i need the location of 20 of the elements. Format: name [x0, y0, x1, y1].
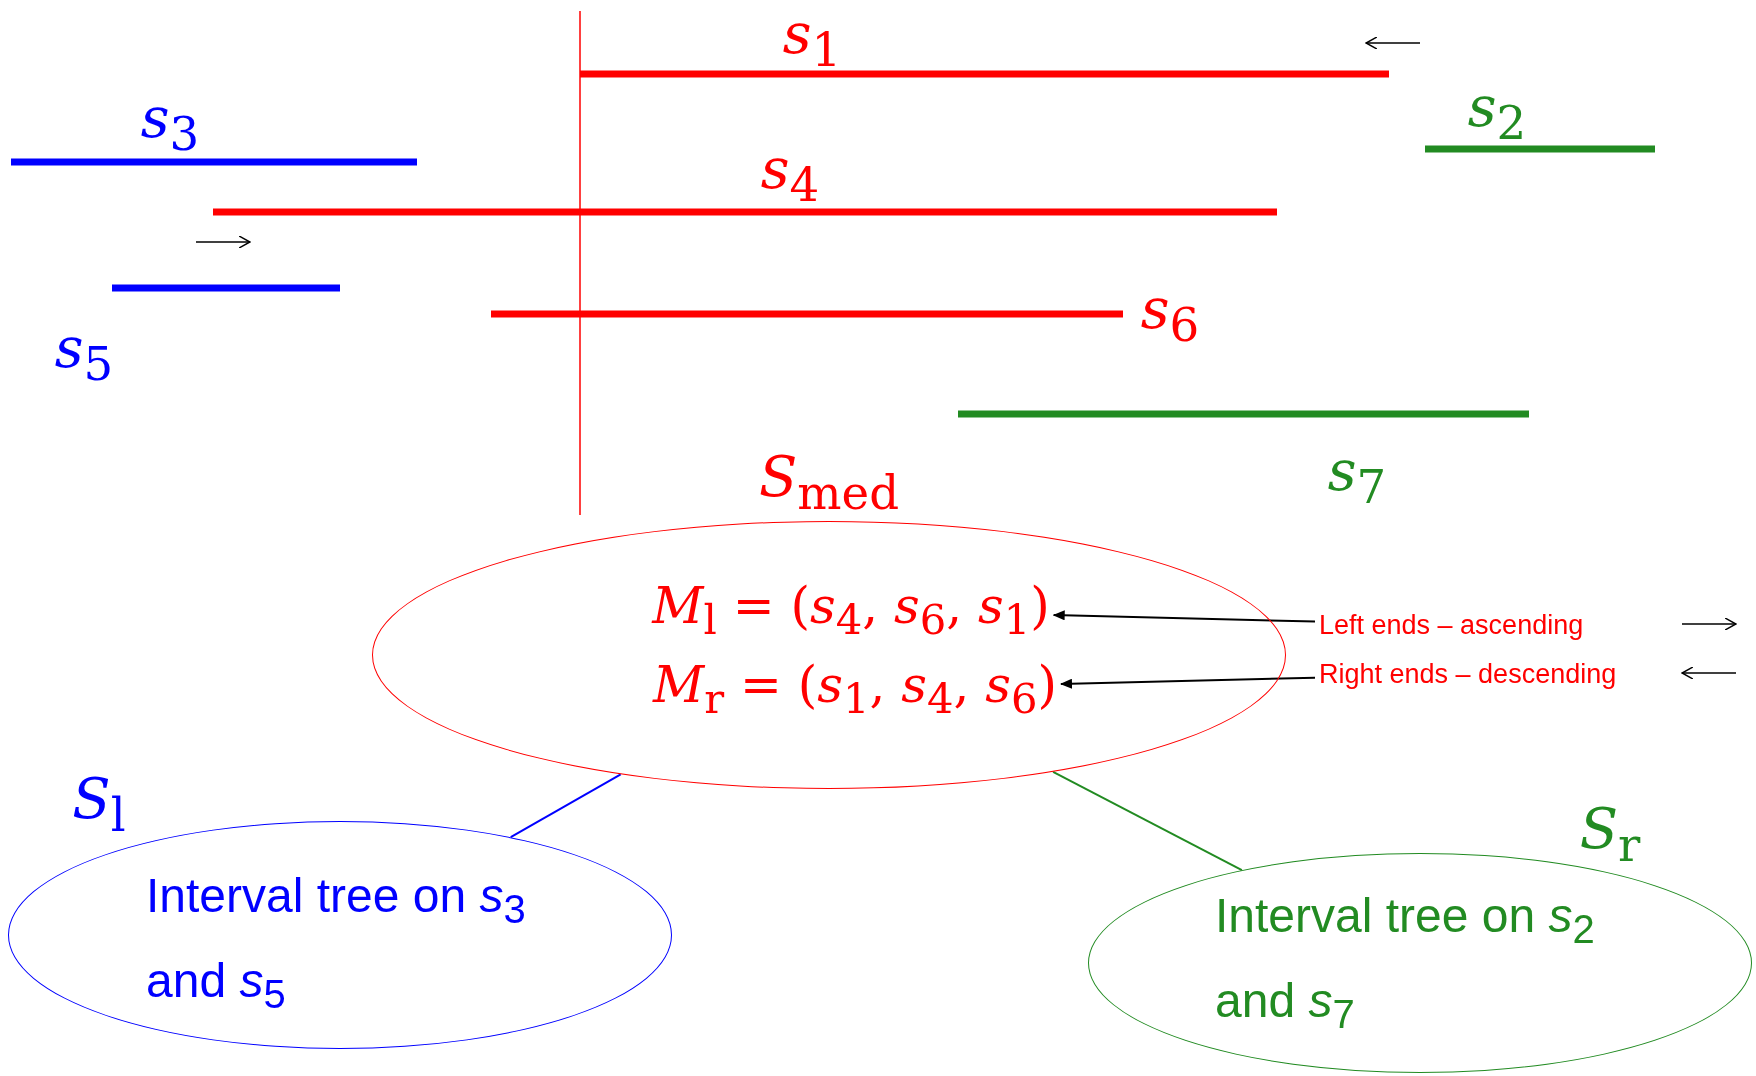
- connector-line: [1052, 770, 1243, 872]
- ellipse-text: Interval tree on s$_{3}$ and s$_{5}$: [146, 868, 527, 1018]
- segment-label: s$_{3}$: [140, 85, 200, 161]
- segment-label: s$_{5}$: [54, 315, 114, 391]
- segment-label: s$_{6}$: [1140, 276, 1200, 352]
- leader-line: [1060, 676, 1316, 689]
- annotation-text: Left ends – ascending: [1319, 609, 1584, 641]
- set-name: S$_{r}$: [1579, 796, 1641, 872]
- segment-label: s$_{7}$: [1327, 438, 1387, 514]
- segment-label: s$_{2}$: [1467, 74, 1527, 150]
- leader-line: [1052, 610, 1316, 623]
- segment-label: s$_{4}$: [760, 136, 820, 212]
- set-name: S$_{l}$: [72, 766, 126, 842]
- set-name: S$_{med}$: [758, 444, 900, 520]
- segment-label: s$_{1}$: [782, 1, 842, 77]
- formula: M$_{r}$ = (s$_{1}$, s$_{4}$, s$_{6}$): [653, 655, 1057, 723]
- annotation-text: Right ends – descending: [1319, 658, 1617, 690]
- formula: M$_{l}$ = (s$_{4}$, s$_{6}$, s$_{1}$): [652, 576, 1050, 644]
- connector-line: [509, 773, 622, 839]
- ellipse-text: Interval tree on s$_{2}$ and s$_{7}$: [1215, 888, 1596, 1038]
